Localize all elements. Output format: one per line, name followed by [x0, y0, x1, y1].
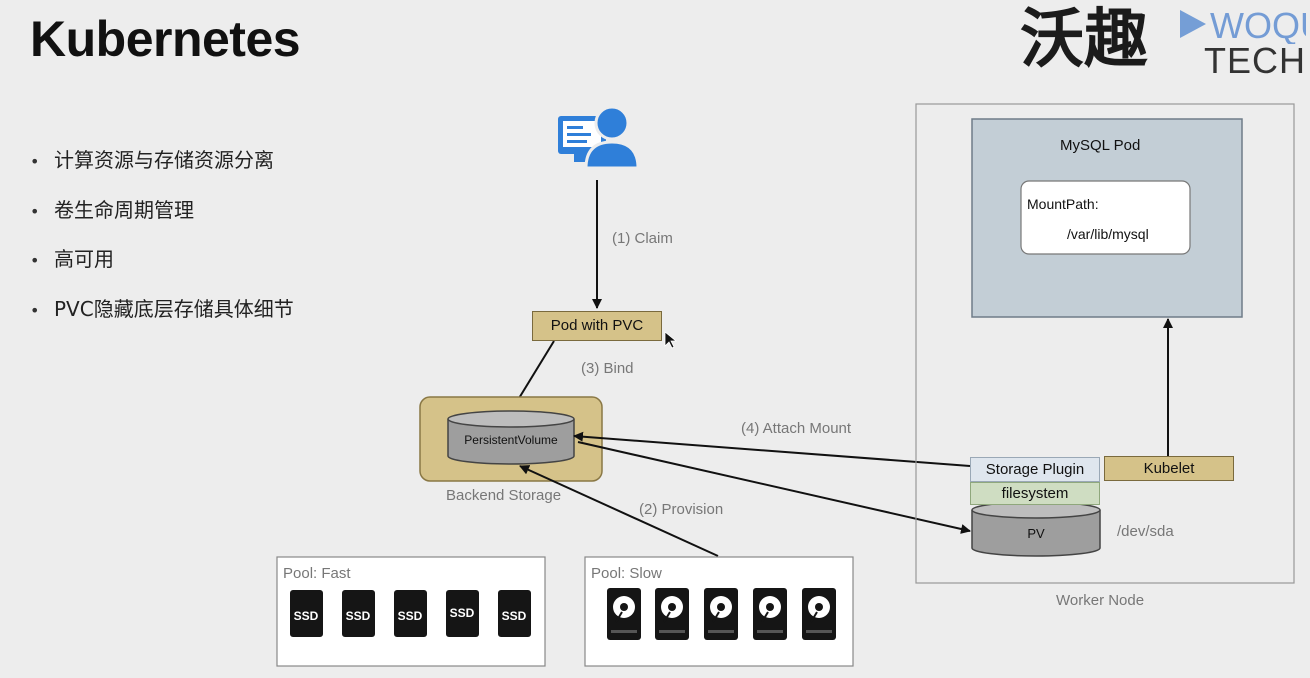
hdd-icon: [607, 588, 641, 640]
mount-path-label: MountPath:: [1027, 196, 1099, 212]
company-logo: 沃趣 WOQU TECH: [1018, 2, 1310, 82]
user-computer-icon: [558, 105, 640, 170]
provision-label: (2) Provision: [639, 501, 724, 518]
ssd-icon: [342, 590, 375, 637]
kubelet-box: Kubelet: [1104, 456, 1234, 481]
pv-cylinder: [971, 501, 1101, 557]
ssd-label: SSD: [398, 609, 423, 623]
ssd-label: SSD: [346, 609, 371, 623]
ssd-label: SSD: [450, 606, 475, 620]
logo-chinese-text: 沃趣: [1020, 3, 1148, 77]
logo-english-text: TECH: [1204, 40, 1306, 81]
pv-label: PV: [1027, 526, 1045, 541]
persistent-volume-label: PersistentVolume: [464, 433, 558, 447]
ssd-icon: [498, 590, 531, 637]
bullet-item: PVC隐藏底层存储具体细节: [30, 291, 294, 341]
bullet-list: 计算资源与存储资源分离 卷生命周期管理 高可用 PVC隐藏底层存储具体细节: [30, 142, 294, 340]
bind-label: (3) Bind: [581, 360, 634, 377]
attach-mount-to-pv-arrow: [577, 441, 971, 534]
hdd-icon: [704, 588, 738, 640]
attach-mount-arrow: [573, 431, 971, 467]
mount-path-box: [1020, 180, 1191, 255]
pod-with-pvc-box: Pod with PVC: [532, 311, 662, 341]
bullet-item: 高可用: [30, 241, 294, 291]
worker-node-label: Worker Node: [1056, 592, 1145, 609]
mysql-pod-label: MySQL Pod: [1060, 137, 1141, 154]
attach-mount-label: (4) Attach Mount: [741, 420, 852, 437]
slide-title: Kubernetes: [30, 11, 301, 67]
kubelet-label: Kubelet: [1143, 460, 1195, 477]
hdd-icon: [753, 588, 787, 640]
worker-node-box: [915, 103, 1295, 584]
logo-play-icon: WOQU: [1180, 5, 1306, 44]
mouse-cursor-icon: [664, 331, 678, 349]
bullet-item: 卷生命周期管理: [30, 192, 294, 242]
storage-plugin-box: Storage Plugin: [970, 457, 1100, 482]
persistent-volume-cylinder: [447, 410, 575, 465]
pool-slow-label: Pool: Slow: [591, 565, 662, 582]
pool-fast-label: Pool: Fast: [283, 565, 351, 582]
mount-path-value: /var/lib/mysql: [1067, 226, 1149, 242]
bullet-item: 计算资源与存储资源分离: [30, 142, 294, 192]
ssd-label: SSD: [502, 609, 527, 623]
hdd-icon: [802, 588, 836, 640]
ssd-icon: [290, 590, 323, 637]
pod-with-pvc-label: Pod with PVC: [550, 317, 644, 334]
logo-en-top: WOQU: [1210, 5, 1306, 44]
hdd-icon: [655, 588, 689, 640]
storage-plugin-label: Storage Plugin: [985, 461, 1085, 478]
provision-arrow: [519, 465, 719, 557]
ssd-label: SSD: [294, 609, 319, 623]
dev-sda-label: /dev/sda: [1117, 523, 1174, 540]
ssd-icon: [446, 590, 479, 637]
ssd-icon: [394, 590, 427, 637]
backend-storage-label: Backend Storage: [446, 487, 562, 504]
filesystem-box: filesystem: [970, 482, 1100, 505]
filesystem-label: filesystem: [1001, 485, 1069, 502]
claim-label: (1) Claim: [612, 230, 673, 247]
